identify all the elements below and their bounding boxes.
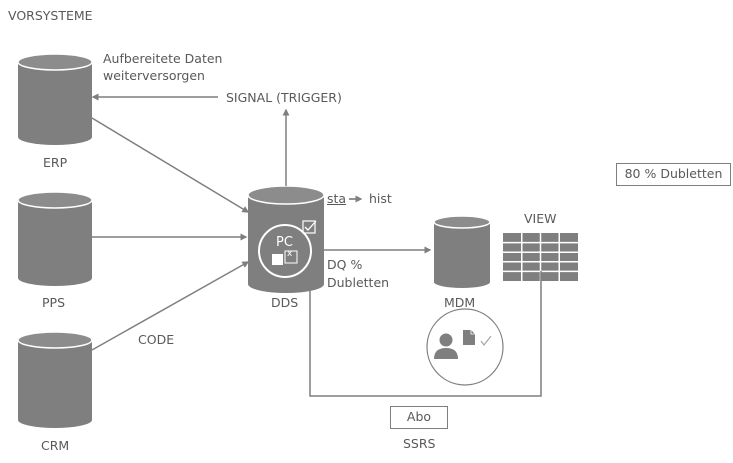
mdm-database-icon (433, 215, 491, 288)
dds-label: DDS (271, 295, 299, 310)
erp-label: ERP (43, 155, 68, 170)
pps-label: PPS (42, 295, 66, 310)
pc-outline-square-icon (284, 250, 298, 264)
reprocessed-label-line1: Aufbereitete Daten (103, 51, 223, 66)
crm-database-icon (17, 331, 93, 428)
checkbox-icon (302, 220, 317, 234)
pc-white-square-icon (272, 254, 283, 265)
reprocessed-label-line2: weiterversorgen (103, 68, 205, 83)
pc-label: PC (276, 235, 293, 250)
ssrs-label: SSRS (403, 436, 436, 451)
abo-box: Abo (390, 406, 448, 429)
dq-label-line1: DQ % (327, 257, 363, 272)
user-icon (434, 333, 458, 359)
duplicates-badge: 80 % Dubletten (616, 163, 731, 186)
diagram-title: VORSYSTEME (8, 8, 93, 23)
arrow-crm-to-dds (91, 261, 250, 351)
pc-mark: x (287, 249, 293, 259)
hist-label: hist (369, 191, 392, 206)
pc-circle (258, 224, 312, 278)
arrow-erp-to-dds (91, 117, 250, 213)
checkmark-icon (480, 335, 492, 346)
document-icon (463, 330, 475, 345)
arrow-view-to-dds (306, 271, 542, 397)
signal-trigger-label: SIGNAL (TRIGGER) (226, 90, 342, 105)
crm-label: CRM (41, 438, 70, 453)
code-label: CODE (138, 332, 175, 347)
dq-label-line2: Dubletten (327, 275, 390, 290)
erp-database-icon (17, 53, 93, 145)
view-label: VIEW (524, 211, 557, 226)
pps-database-icon (17, 191, 93, 286)
mdm-label: MDM (444, 295, 476, 310)
user-review-circle (426, 308, 504, 386)
sta-label: sta (327, 191, 347, 206)
